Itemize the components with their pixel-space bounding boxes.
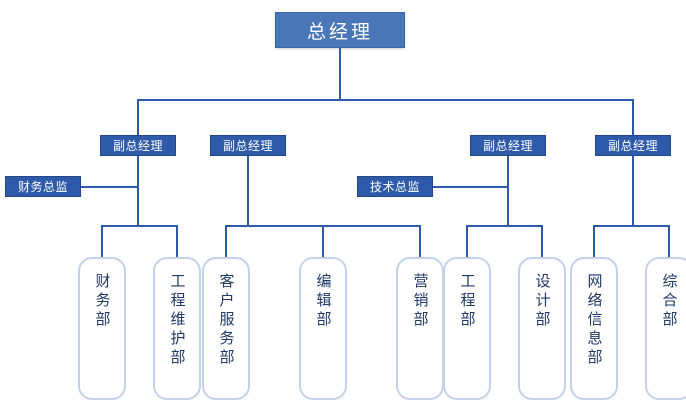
node-deputy-general-manager-1[interactable]: 副总经理: [100, 135, 176, 156]
connector-deputy-2-stem: [247, 156, 249, 226]
node-deputy-general-manager-4[interactable]: 副总经理: [595, 135, 671, 156]
dept-box-design[interactable]: 设计部: [518, 257, 566, 400]
connector-technology-director-to-deputy-3: [433, 186, 509, 188]
dept-box-engineering-maintenance[interactable]: 工程维护部: [153, 257, 201, 400]
node-technology-director[interactable]: 技术总监: [357, 176, 433, 197]
connector-deputy-4-to-dept-network-information: [593, 225, 595, 258]
dept-label-customer-service: 客户服务部: [217, 273, 236, 368]
dept-label-design: 设计部: [533, 273, 552, 330]
node-finance-director[interactable]: 财务总监: [5, 176, 81, 197]
dept-label-network-information: 网络信息部: [585, 273, 604, 368]
connector-deputy-4-sub-bus: [593, 225, 670, 227]
connector-deputy-2-to-dept-customer-service: [225, 225, 227, 258]
connector-deputy-4-to-dept-general-affairs: [668, 225, 670, 258]
connector-deputy-3-to-dept-design: [541, 225, 543, 258]
connector-level2-bus: [137, 99, 634, 101]
dept-box-general-affairs[interactable]: 综合部: [645, 257, 686, 400]
connector-deputy-2-to-dept-editorial: [322, 225, 324, 258]
dept-label-general-affairs: 综合部: [660, 273, 679, 330]
connector-deputy-1-to-dept-engineering-maintenance: [176, 225, 178, 258]
connector-deputy-1-to-dept-finance: [101, 225, 103, 258]
dept-box-customer-service[interactable]: 客户服务部: [202, 257, 250, 400]
connector-deputy-1-stem: [137, 156, 139, 226]
connector-deputy-3-sub-bus: [466, 225, 543, 227]
dept-box-engineering[interactable]: 工程部: [443, 257, 491, 400]
connector-finance-director-to-deputy-1: [81, 186, 138, 188]
node-general-manager[interactable]: 总经理: [275, 12, 405, 48]
dept-box-marketing[interactable]: 营销部: [396, 257, 444, 400]
dept-label-editorial: 编辑部: [314, 273, 333, 330]
dept-box-finance[interactable]: 财务部: [78, 257, 126, 400]
dept-label-finance: 财务部: [93, 273, 112, 330]
node-deputy-general-manager-3[interactable]: 副总经理: [470, 135, 546, 156]
dept-label-engineering-maintenance: 工程维护部: [168, 273, 187, 368]
node-deputy-general-manager-2[interactable]: 副总经理: [210, 135, 286, 156]
dept-box-network-information[interactable]: 网络信息部: [570, 257, 618, 400]
connector-deputy-4-stem: [632, 156, 634, 226]
connector-deputy-2-to-dept-marketing: [419, 225, 421, 258]
connector-bus-to-deputy-4: [632, 99, 634, 135]
connector-deputy-1-sub-bus: [101, 225, 178, 227]
dept-label-engineering: 工程部: [458, 273, 477, 330]
connector-root-trunk: [339, 48, 341, 100]
connector-bus-to-deputy-1: [137, 99, 139, 135]
dept-box-editorial[interactable]: 编辑部: [299, 257, 347, 400]
connector-deputy-3-stem: [507, 156, 509, 226]
connector-deputy-3-to-dept-engineering: [466, 225, 468, 258]
dept-label-marketing: 营销部: [411, 273, 430, 330]
